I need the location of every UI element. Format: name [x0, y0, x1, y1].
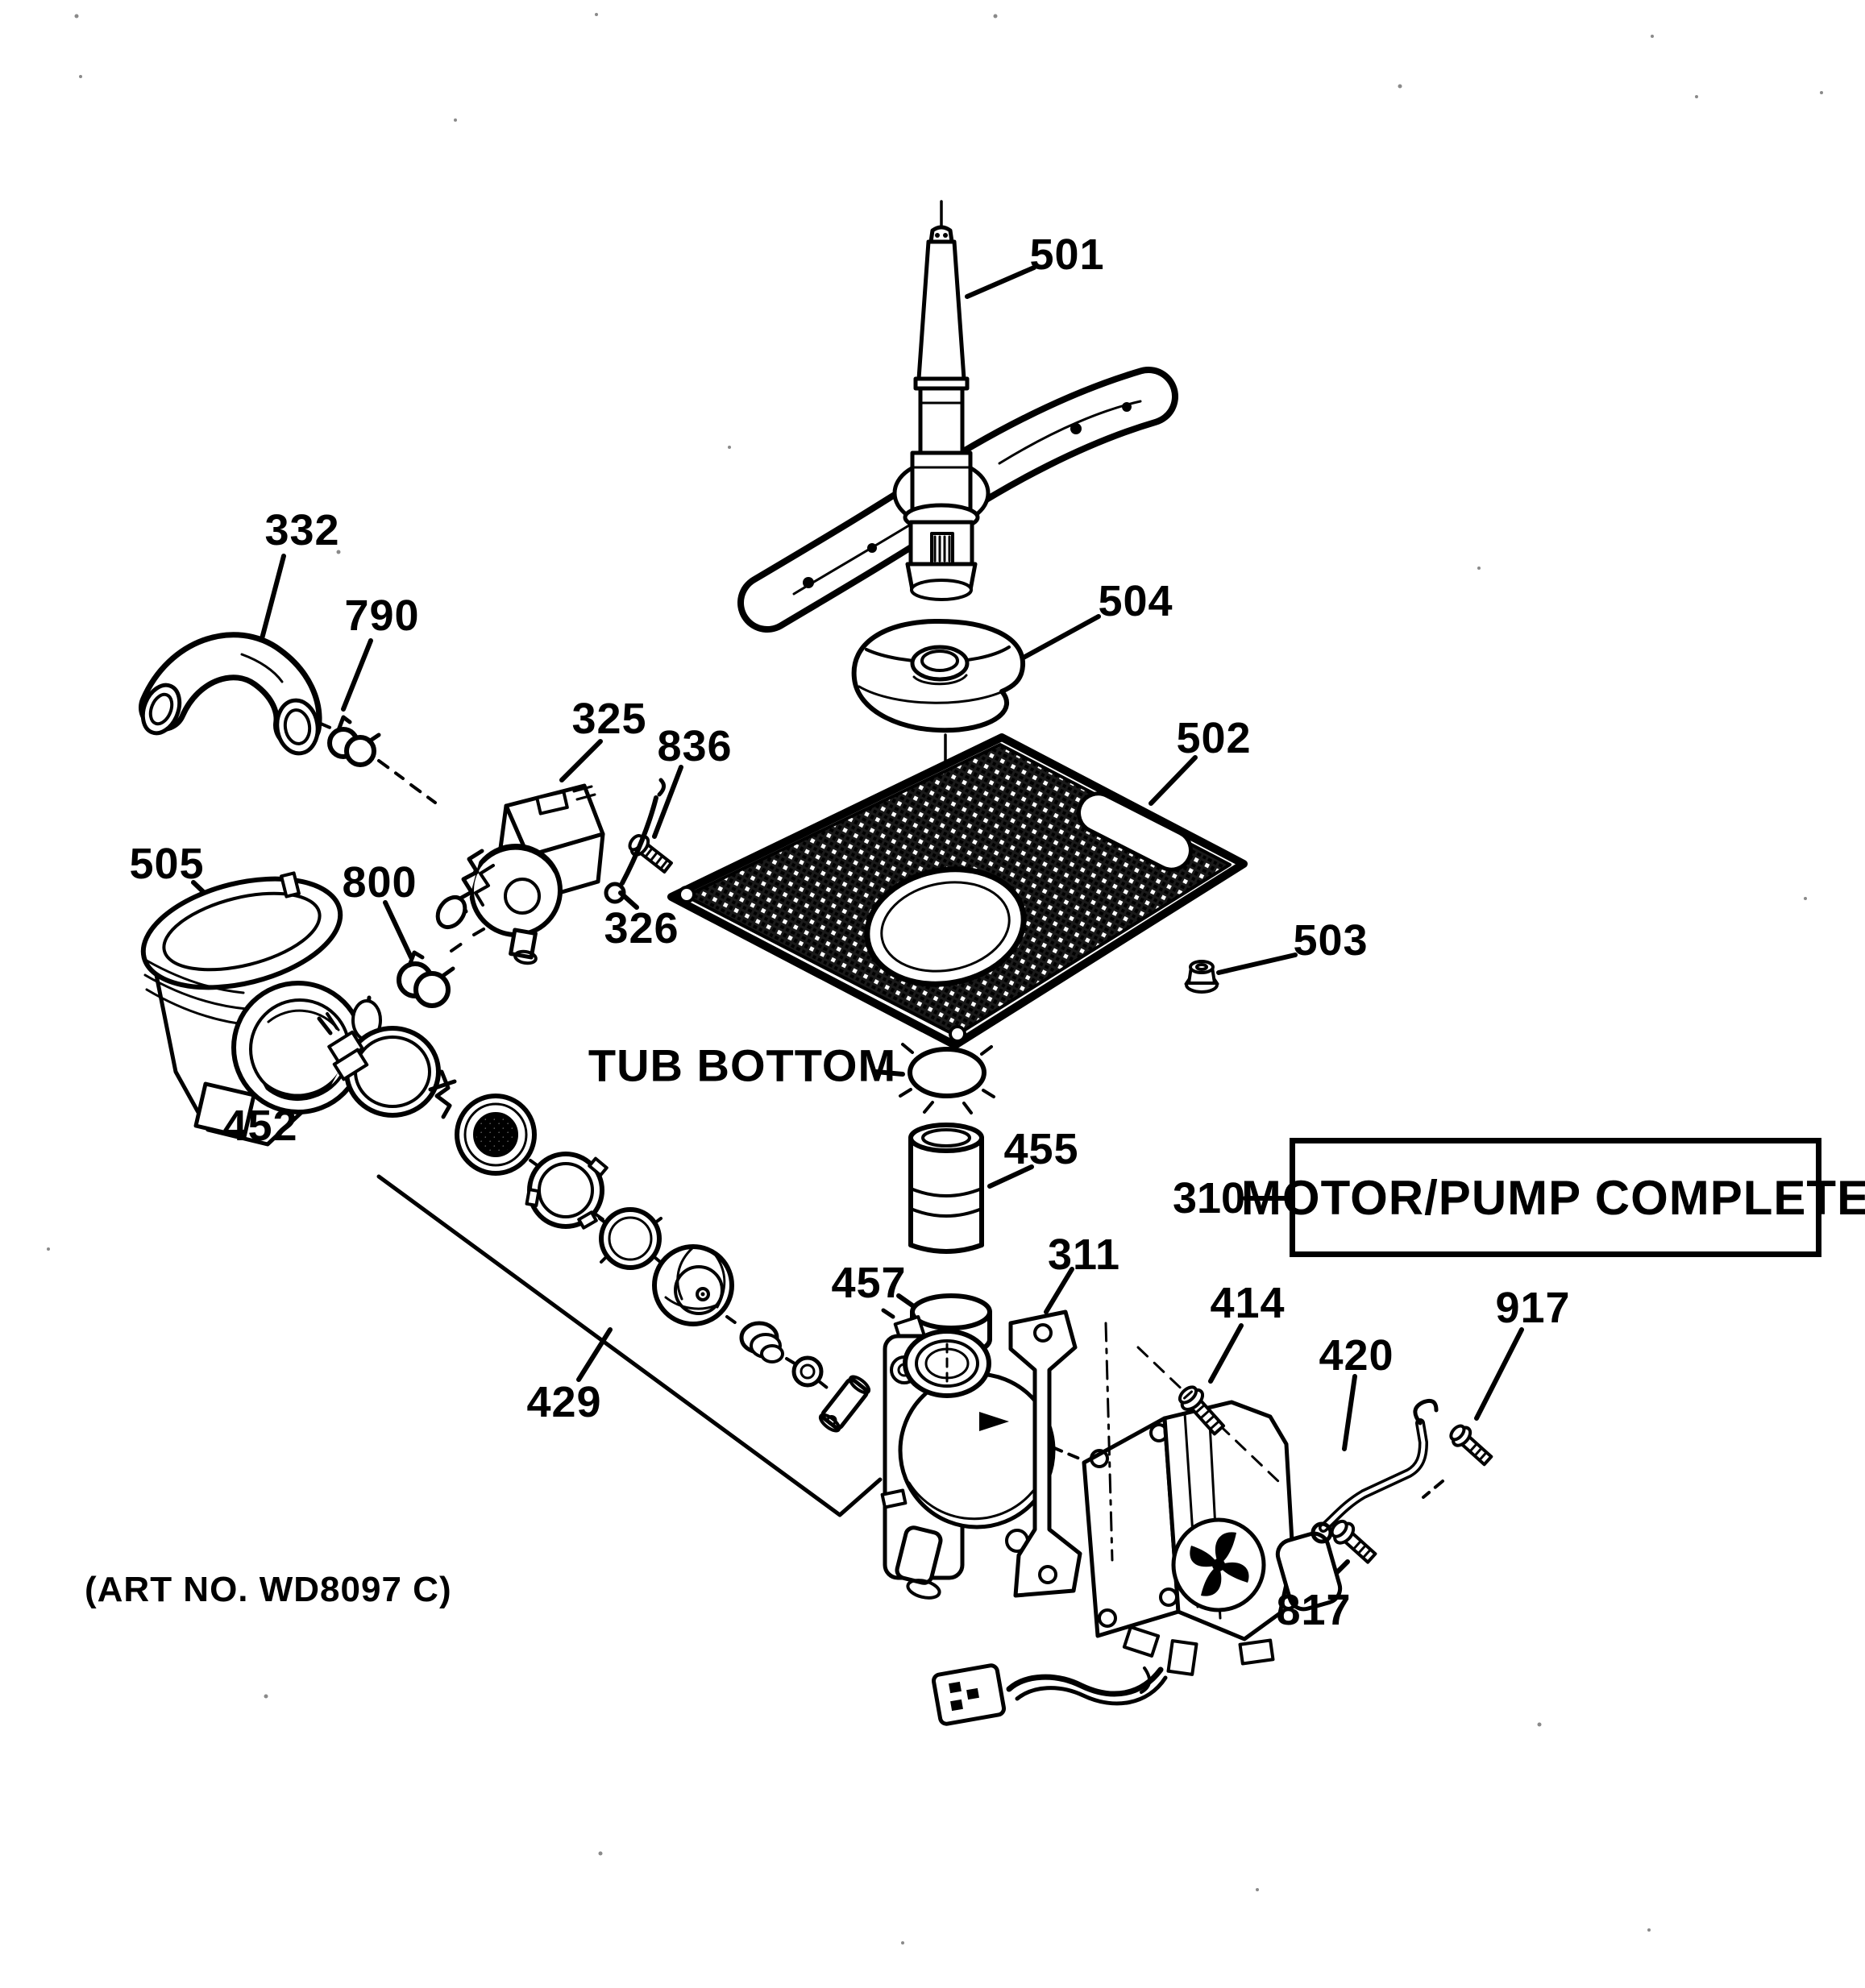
part-label-503: 503	[1293, 916, 1369, 965]
scan-noise	[47, 13, 1823, 1944]
leader-501	[965, 265, 1036, 299]
part-label-420: 420	[1319, 1331, 1394, 1380]
leader-790	[341, 638, 373, 712]
part-label-502: 502	[1176, 714, 1252, 762]
tub-bottom-label: TUB BOTTOM	[588, 1040, 897, 1091]
large-hose-clamp-452	[317, 1012, 441, 1118]
motor-pump-complete-310-group	[880, 1309, 1493, 1726]
leader-311	[1044, 1267, 1074, 1314]
part-label-414: 414	[1210, 1279, 1286, 1327]
motor-pump-complete-text: MOTOR/PUMP COMPLETE	[1240, 1170, 1865, 1225]
tub-bottom-gasket	[899, 1043, 995, 1114]
pump-cover-cap-504	[851, 618, 1026, 733]
leader-414	[1208, 1323, 1244, 1384]
mounting-nut-503	[1184, 960, 1219, 994]
hose-clamp-790	[327, 715, 437, 804]
leader-tub-bottom	[874, 1069, 905, 1077]
ground-wire-420	[1310, 1398, 1439, 1544]
motor-310	[931, 1400, 1343, 1726]
screw-836	[628, 833, 673, 874]
pump-volute-housing	[880, 1329, 1056, 1600]
leader-504	[1020, 614, 1101, 661]
motor-bracket-311	[1008, 1309, 1082, 1598]
filter-screen-502	[667, 733, 1248, 1049]
part-label-504: 504	[1098, 577, 1173, 625]
screw-414	[1178, 1385, 1226, 1436]
drain-hose-332	[139, 632, 334, 756]
part-label-501: 501	[1029, 230, 1105, 279]
leader-800	[383, 900, 413, 960]
spray-arm-assembly-501	[737, 200, 1178, 633]
leader-325	[559, 739, 603, 782]
leader-429	[576, 1327, 613, 1382]
motor-pump-box-id: 310	[1172, 1174, 1246, 1222]
drain-pump-325	[435, 783, 605, 965]
part-label-455: 455	[1003, 1125, 1079, 1173]
leader-455	[987, 1164, 1034, 1189]
part-label-817: 817	[1276, 1586, 1352, 1634]
leader-503	[1216, 952, 1298, 975]
part-label-505: 505	[129, 840, 205, 888]
spring-clamp-800	[397, 922, 495, 1008]
screw-917	[1449, 1424, 1493, 1467]
leader-332	[258, 554, 286, 647]
part-label-326: 326	[604, 904, 679, 952]
part-label-836: 836	[657, 722, 733, 770]
part-label-311: 311	[1047, 1231, 1121, 1279]
impeller-seal-kit-429	[376, 1069, 883, 1517]
art-number: (ART NO. WD8097 C)	[85, 1570, 452, 1609]
part-label-457: 457	[831, 1259, 907, 1307]
screw-817	[1330, 1519, 1377, 1564]
part-label-325: 325	[571, 695, 647, 743]
inlet-housing-505	[140, 871, 382, 1147]
part-label-429: 429	[526, 1378, 602, 1426]
part-label-790: 790	[344, 591, 420, 640]
part-label-917: 917	[1495, 1284, 1571, 1332]
part-label-800: 800	[342, 858, 417, 907]
motor-pump-complete-box: MOTOR/PUMP COMPLETE	[1241, 1138, 1865, 1257]
wire-link-326	[604, 778, 666, 904]
coupling-sleeve-455	[908, 1123, 984, 1254]
part-label-452: 452	[222, 1102, 298, 1150]
leader-502	[1148, 755, 1198, 806]
part-label-332: 332	[264, 506, 340, 554]
leader-836	[652, 765, 683, 839]
leader-420	[1342, 1374, 1357, 1451]
leader-917	[1474, 1327, 1524, 1421]
